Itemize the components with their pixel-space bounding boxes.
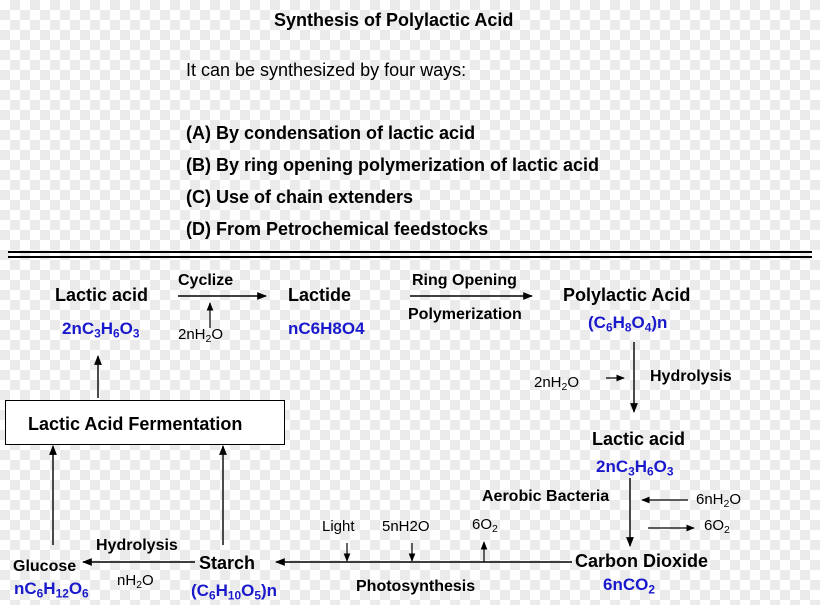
hydrolysis-left-water: nH2O xyxy=(117,572,154,592)
way-letter-a: (A) xyxy=(186,123,211,143)
carbon-dioxide-name: Carbon Dioxide xyxy=(575,551,709,571)
photosynthesis-label: Photosynthesis xyxy=(356,578,476,595)
aerobic-oxygen: 6O2 xyxy=(704,517,730,537)
cyclize-label: Cyclize xyxy=(178,272,234,289)
way-letter-c: (C) xyxy=(186,187,211,207)
way-text-a: By condensation of lactic acid xyxy=(216,123,476,143)
way-letter-d: (D) xyxy=(186,219,211,239)
hydrolysis-left-label: Hydrolysis xyxy=(96,537,178,554)
way-text-d: From Petrochemical feedstocks xyxy=(216,219,489,239)
lactic-acid-fermentation-box xyxy=(5,400,285,445)
photosynthesis-water: 5nH2O xyxy=(382,518,430,535)
intro-text: It can be synthesized by four ways: xyxy=(186,60,467,80)
lactic-acid-right-formula: 2nC3H6O3 xyxy=(596,457,674,479)
ring-opening-label: Ring Opening xyxy=(412,272,517,289)
lactic-acid-top-name: Lactic acid xyxy=(55,285,149,305)
way-text-c: Use of chain extenders xyxy=(216,187,414,207)
carbon-dioxide-formula: 6nCO2 xyxy=(603,575,655,597)
glucose-name: Glucose xyxy=(13,558,77,575)
glucose-formula: nC6H12O6 xyxy=(14,579,89,601)
way-text-b: By ring opening polymerization of lactic… xyxy=(216,155,600,175)
polylactic-acid-formula: (C6H8O4)n xyxy=(588,313,668,335)
lactic-acid-top-formula: 2nC3H6O3 xyxy=(62,319,140,341)
aerobic-bacteria-label: Aerobic Bacteria xyxy=(482,488,610,505)
way-letter-b: (B) xyxy=(186,155,211,175)
lactide-formula: nC6H8O4 xyxy=(288,319,365,338)
photosynthesis-oxygen: 6O2 xyxy=(472,516,498,536)
lactide-name: Lactide xyxy=(288,285,352,305)
polylactic-acid-name: Polylactic Acid xyxy=(563,285,691,305)
cyclize-water: 2nH2O xyxy=(178,326,224,346)
starch-formula: (C6H10O5)n xyxy=(191,581,277,603)
hydrolysis-right-label: Hydrolysis xyxy=(650,368,732,385)
polymerization-label: Polymerization xyxy=(408,306,522,323)
page-title: Synthesis of Polylactic Acid xyxy=(274,10,514,30)
hydrolysis-right-water: 2nH2O xyxy=(534,374,580,394)
starch-name: Starch xyxy=(199,553,256,573)
aerobic-water: 6nH2O xyxy=(696,491,742,511)
lactic-acid-fermentation-label: Lactic Acid Fermentation xyxy=(28,414,243,434)
light-label: Light xyxy=(322,518,355,535)
lactic-acid-right-name: Lactic acid xyxy=(592,429,686,449)
